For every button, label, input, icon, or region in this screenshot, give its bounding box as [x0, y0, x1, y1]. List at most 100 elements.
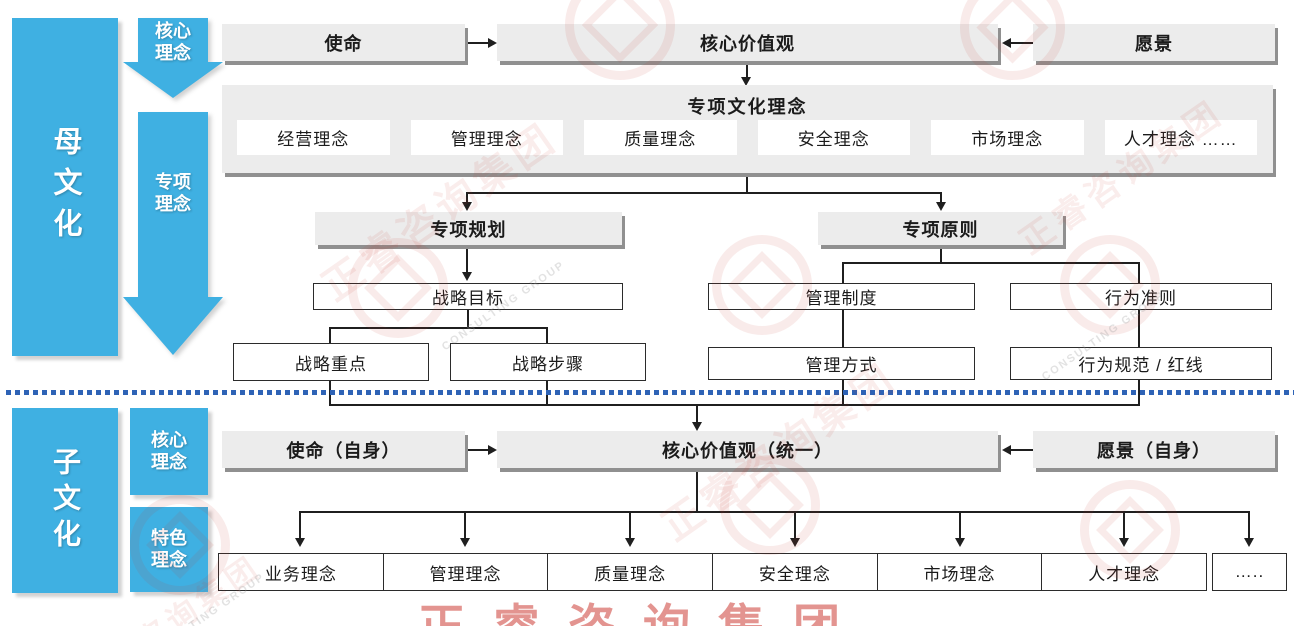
child-idea-row: 业务理念 管理理念 质量理念 安全理念 市场理念 人才理念	[218, 553, 1207, 591]
management-way-label: 管理方式	[805, 356, 878, 375]
behavior-norms-box: 行为规范 / 红线	[1010, 347, 1272, 380]
mission-label: 使命	[324, 33, 363, 54]
connector-line	[842, 262, 844, 283]
special-principles-box: 专项原则	[818, 212, 1063, 245]
core-values-label: 核心价值观	[700, 33, 795, 54]
strategic-steps-box: 战略步骤	[450, 343, 646, 381]
arrowhead-down	[624, 538, 635, 547]
management-system-label: 管理制度	[805, 289, 878, 308]
child-idea-more-label: …..	[1234, 562, 1265, 581]
special-culture-item: 市场理念	[931, 120, 1084, 155]
child-vision-label: 愿景（自身）	[1097, 440, 1211, 461]
connector-line	[466, 247, 468, 273]
watermark-logo	[720, 455, 820, 555]
child-mission-label: 使命（自身）	[286, 440, 401, 461]
arrowhead-right	[488, 445, 497, 455]
child-idea-box: 管理理念	[382, 554, 548, 590]
special-culture-item: 人才理念 ……	[1104, 120, 1257, 155]
arrowhead-down	[1243, 538, 1254, 547]
connector-line	[329, 327, 548, 329]
connector-line	[842, 262, 1140, 264]
connector-line	[940, 247, 942, 262]
connector-line	[746, 173, 748, 193]
child-culture-label: 子文化	[50, 446, 81, 555]
arrowhead-left	[1002, 38, 1011, 48]
child-idea-box: 业务理念	[264, 564, 337, 584]
arrow-head	[123, 62, 223, 98]
connector-line	[467, 310, 469, 327]
connector-line	[1138, 262, 1140, 283]
connector-line	[794, 511, 796, 539]
connector-line	[1138, 310, 1140, 347]
connector-line	[746, 61, 748, 78]
special-culture-items-row: 经营理念 管理理念 质量理念 安全理念 市场理念 人才理念 ……	[237, 120, 1257, 155]
core-idea-arrow: 核心理念	[123, 18, 223, 98]
arrow-body	[138, 18, 208, 62]
watermark-brand-bottom-text: 正睿咨询集团	[418, 588, 868, 626]
management-system-box: 管理制度	[708, 283, 975, 310]
connector-line	[1248, 511, 1250, 539]
child-idea-box: 安全理念	[712, 554, 877, 590]
core-idea-arrow-label: 核心理念	[155, 21, 191, 63]
arrowhead-down	[935, 202, 946, 211]
connector-line	[299, 511, 1250, 513]
child-core-values-box: 核心价值观（统一）	[497, 431, 998, 468]
special-idea-arrow-label-wrap: 专项理念	[123, 172, 223, 215]
arrowhead-down	[691, 422, 702, 431]
special-culture-item: 经营理念	[237, 120, 390, 155]
arrow-body	[138, 112, 208, 297]
connector-line	[940, 192, 942, 203]
connector-line	[467, 449, 489, 451]
conduct-code-box: 行为准则	[1010, 283, 1272, 310]
connector-line	[696, 468, 698, 512]
connector-line	[467, 42, 489, 44]
connector-line	[696, 404, 698, 423]
child-special-idea-label: 特色理念	[151, 527, 187, 570]
child-core-values-label: 核心价值观（统一）	[662, 440, 833, 461]
connector-line	[466, 192, 942, 194]
arrowhead-down	[461, 202, 472, 211]
connector-line	[299, 511, 301, 539]
section-divider-dotted-line	[6, 390, 1294, 395]
connector-line	[466, 192, 468, 203]
conduct-code-label: 行为准则	[1105, 289, 1177, 308]
behavior-norms-label: 行为规范 / 红线	[1078, 356, 1204, 375]
special-culture-box: 专项文化理念 经营理念 管理理念 质量理念 安全理念 市场理念 人才理念 ……	[222, 85, 1273, 173]
special-idea-arrow-label: 专项理念	[155, 172, 191, 214]
arrowhead-down	[461, 272, 472, 281]
mission-box: 使命	[222, 24, 465, 61]
strategic-focus-box: 战略重点	[233, 343, 429, 381]
special-culture-item: 管理理念	[410, 120, 563, 155]
arrowhead-down	[741, 77, 751, 86]
special-planning-label: 专项规划	[430, 219, 507, 240]
connector-line	[546, 327, 548, 343]
connector-line	[1011, 449, 1033, 451]
child-idea-box: 人才理念	[1041, 554, 1206, 590]
arrowhead-down	[789, 538, 800, 547]
connector-line	[1123, 511, 1125, 539]
core-values-box: 核心价值观	[497, 24, 998, 61]
child-core-idea-tag: 核心理念	[130, 408, 208, 495]
connector-line	[959, 511, 961, 539]
strategic-goal-box: 战略目标	[313, 283, 623, 310]
child-culture-bar: 子文化	[12, 408, 118, 593]
core-idea-arrow-label-wrap: 核心理念	[123, 21, 223, 64]
arrowhead-down	[294, 538, 305, 547]
arrowhead-down	[459, 538, 470, 547]
strategic-steps-label: 战略步骤	[512, 354, 584, 374]
special-planning-box: 专项规划	[315, 212, 622, 245]
connector-line	[842, 310, 844, 347]
strategic-focus-label: 战略重点	[295, 354, 367, 374]
child-mission-box: 使命（自身）	[222, 431, 465, 468]
connector-line	[464, 511, 466, 539]
child-idea-more-box: …..	[1212, 553, 1287, 591]
connector-line	[329, 404, 1140, 406]
child-special-idea-tag: 特色理念	[130, 507, 208, 592]
arrow-head	[123, 297, 223, 355]
special-idea-arrow: 专项理念	[123, 112, 223, 355]
special-culture-item: 安全理念	[757, 120, 910, 155]
connector-line	[1011, 42, 1033, 44]
special-culture-title: 专项文化理念	[687, 97, 808, 117]
child-vision-box: 愿景（自身）	[1033, 431, 1275, 468]
